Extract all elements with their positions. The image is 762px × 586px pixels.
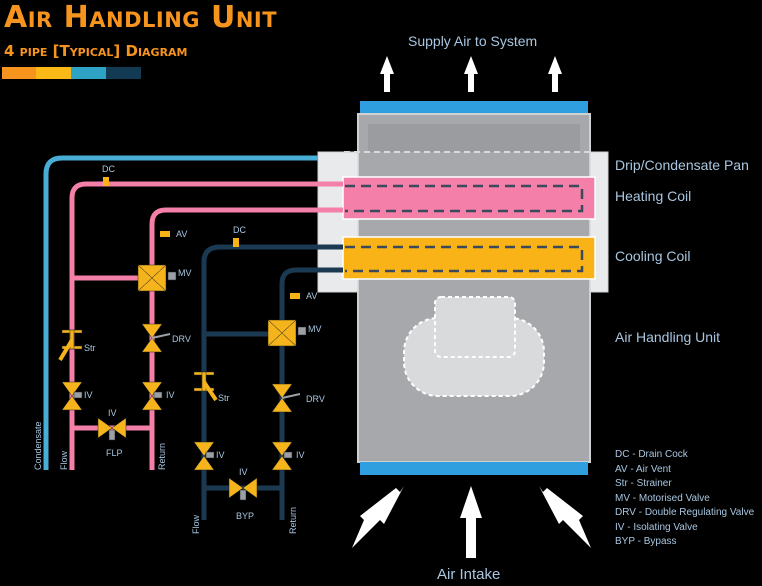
- intake-arrows: [352, 486, 591, 558]
- heating-flow-label: Flow: [59, 450, 69, 470]
- cooling-iv-valve-return: [271, 441, 293, 471]
- supply-arrow-2: [464, 56, 478, 92]
- color-swatch-navy: [106, 67, 141, 79]
- heating-coil-loop: [345, 184, 584, 213]
- av-fitting-heating: [160, 231, 170, 237]
- str-label-cooling: Str: [218, 393, 230, 403]
- legend-item: MV - Motorised Valve: [615, 492, 710, 504]
- ahu-casing: [357, 113, 591, 463]
- legend-item: DC - Drain Cock: [615, 449, 688, 460]
- cooling-drv-valve: [271, 383, 301, 413]
- ahu-bottom-panel: [360, 462, 588, 475]
- iv-label-cooling-return: IV: [296, 450, 305, 460]
- heating-drv-valve: [141, 323, 171, 353]
- av-fitting-cooling: [290, 293, 300, 299]
- intake-arrow-right: [539, 486, 591, 548]
- legend: DC - Drain Cock AV - Air Vent Str - Stra…: [615, 448, 754, 550]
- color-swatch-yellow: [36, 67, 71, 79]
- supply-air-label: Supply Air to System: [408, 33, 538, 49]
- condensate-pipe-label: Condensate: [33, 421, 43, 470]
- cooling-coil-label: Cooling Coil: [615, 248, 691, 264]
- legend-item: DRV - Double Regulating Valve: [615, 507, 755, 518]
- av-label-heating: AV: [176, 229, 188, 239]
- ahu-label: Air Handling Unit: [615, 329, 721, 345]
- heating-flow-pipe: [69, 181, 343, 470]
- cooling-coil: [342, 236, 596, 280]
- cooling-iv-valve-flow: [193, 441, 215, 471]
- cooling-return-pipe: [279, 267, 343, 520]
- color-swatch-teal: [71, 67, 106, 79]
- cooling-mv-valve: [267, 319, 307, 347]
- heating-strainer: [58, 329, 83, 362]
- dc-label-cooling: DC: [233, 225, 246, 235]
- heating-iv-valve-return: [141, 381, 163, 411]
- ahu-top-panel: [360, 101, 588, 114]
- cooling-flow-label: Flow: [191, 514, 201, 534]
- iv-label-heating-return: IV: [166, 390, 175, 400]
- color-swatch-orange: [2, 67, 36, 79]
- heating-mv-valve: [137, 264, 177, 292]
- cooling-strainer: [193, 371, 218, 402]
- intake-arrow-center: [460, 486, 482, 558]
- av-label-cooling: AV: [306, 291, 318, 301]
- iv-label-byp: IV: [239, 467, 248, 477]
- supply-arrow-1: [380, 56, 394, 92]
- legend-item: Str - Strainer: [615, 478, 672, 489]
- heating-coil: [342, 176, 596, 220]
- str-label-heating: Str: [84, 343, 96, 353]
- heating-return-label: Return: [157, 442, 167, 470]
- heating-iv-valve-flow: [61, 381, 83, 411]
- drv-label-cooling: DRV: [306, 394, 325, 404]
- supply-arrows: [380, 56, 562, 92]
- supply-arrow-3: [548, 56, 562, 92]
- flp-valve: [97, 417, 127, 441]
- page-subtitle: 4 pipe [Typical] Diagram: [4, 42, 188, 60]
- cooling-flow-pipe: [201, 244, 343, 520]
- heating-return-pipe: [149, 207, 343, 470]
- mv-label-cooling: MV: [308, 324, 322, 334]
- cooling-coil-loop: [345, 245, 584, 273]
- iv-label-cooling-flow: IV: [216, 450, 225, 460]
- byp-label: BYP: [236, 511, 255, 521]
- legend-item: BYP - Bypass: [615, 536, 677, 547]
- dc-label-heating: DC: [102, 164, 115, 174]
- legend-item: AV - Air Vent: [615, 463, 671, 475]
- mv-label-heating: MV: [178, 268, 192, 278]
- drip-pan-label: Drip/Condensate Pan: [615, 157, 749, 173]
- ahu-inner-top: [368, 124, 580, 152]
- condensate-pipe: [43, 155, 318, 470]
- cooling-return-label: Return: [288, 506, 298, 534]
- heating-coil-label: Heating Coil: [615, 188, 692, 204]
- dc-fitting-heating: [103, 177, 109, 186]
- iv-label-heating-flow: IV: [84, 390, 93, 400]
- intake-arrow-left: [352, 486, 404, 548]
- drv-label-heating: DRV: [172, 334, 191, 344]
- legend-item: IV - Isolating Valve: [615, 521, 698, 533]
- air-intake-label: Air Intake: [437, 566, 501, 583]
- flp-label: FLP: [106, 448, 123, 458]
- iv-label-flp: IV: [108, 408, 117, 418]
- byp-valve: [228, 477, 258, 501]
- page-title: Air Handling Unit: [4, 0, 278, 35]
- dc-fitting-cooling: [233, 238, 239, 247]
- fan-icon: [403, 296, 545, 397]
